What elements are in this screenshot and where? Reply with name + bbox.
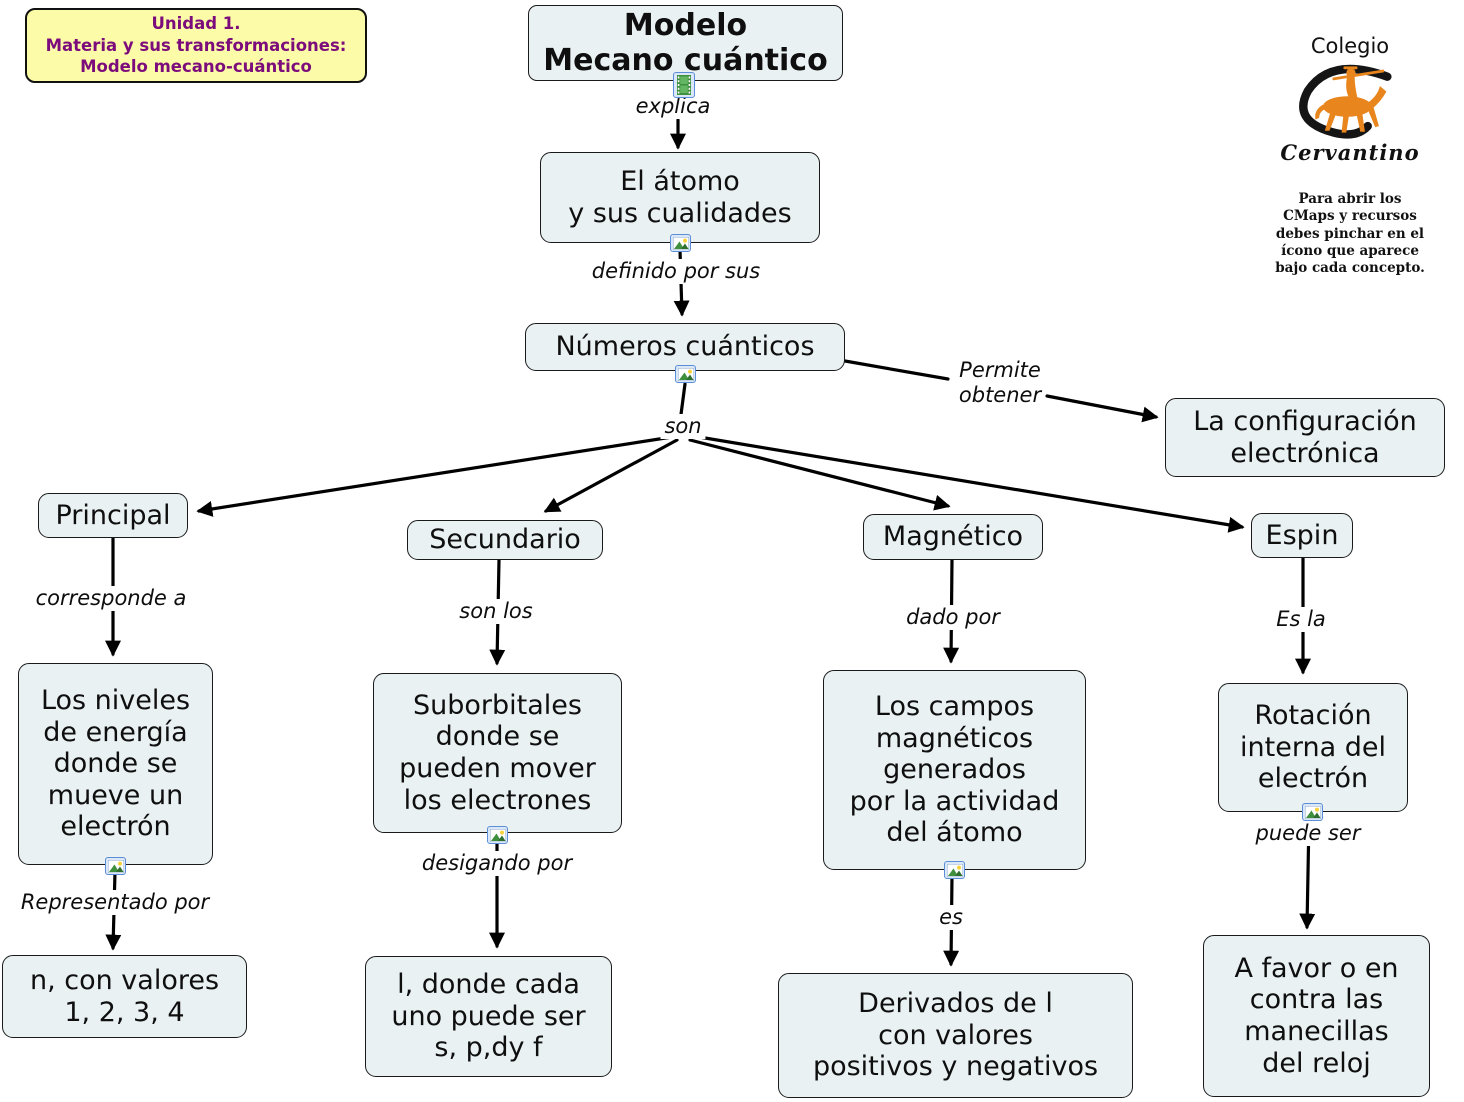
node-modelo-mecano-cuantico[interactable]: Modelo Mecano cuántico [528, 5, 843, 81]
filmstrip-icon [677, 75, 691, 95]
video-resource-icon[interactable] [673, 72, 695, 98]
node-derivados-de-l[interactable]: Derivados de l con valores positivos y n… [778, 973, 1133, 1098]
node-suborbitales[interactable]: Suborbitales donde se pueden mover los e… [373, 673, 622, 833]
picture-icon [677, 367, 694, 381]
link-puede-ser: puede ser [1251, 821, 1365, 846]
link-es-la: Es la [1272, 607, 1330, 632]
picture-icon [1304, 805, 1321, 819]
link-dado-por: dado por [902, 605, 1004, 630]
unit-title-box: Unidad 1. Materia y sus transformaciones… [25, 8, 367, 83]
node-el-atomo[interactable]: El átomo y sus cualidades [540, 152, 820, 243]
school-logo: Colegio Cervantino Para abrir los CMaps … [1240, 34, 1460, 277]
logo-name-label: Cervantino [1280, 140, 1420, 165]
link-permite-obtener: Permite obtener [954, 358, 1046, 408]
link-explica: explica [631, 94, 715, 119]
link-desigando-por: desigando por [417, 851, 577, 876]
node-espin[interactable]: Espin [1251, 513, 1353, 558]
link-es: es [935, 905, 967, 930]
image-resource-icon[interactable] [675, 365, 696, 383]
logo-school-label: Colegio [1310, 34, 1390, 58]
image-resource-icon[interactable] [487, 826, 508, 844]
node-niveles-energia[interactable]: Los niveles de energía donde se mueve un… [18, 663, 213, 865]
node-principal[interactable]: Principal [38, 493, 188, 538]
node-rotacion-interna[interactable]: Rotación interna del electrón [1218, 683, 1408, 812]
node-n-valores[interactable]: n, con valores 1, 2, 3, 4 [2, 955, 247, 1038]
image-resource-icon[interactable] [1302, 803, 1323, 821]
node-configuracion-electronica[interactable]: La configuración electrónica [1165, 398, 1445, 477]
logo-instructions: Para abrir los CMaps y recursos debes pi… [1275, 191, 1425, 277]
image-resource-icon[interactable] [105, 857, 126, 875]
node-campos-magneticos[interactable]: Los campos magnéticos generados por la a… [823, 670, 1086, 870]
image-resource-icon[interactable] [944, 861, 965, 879]
node-numeros-cuanticos[interactable]: Números cuánticos [525, 323, 845, 371]
picture-icon [107, 859, 124, 873]
link-corresponde-a: corresponde a [31, 586, 191, 611]
link-representado-por: Representado por [16, 890, 214, 915]
picture-icon [672, 236, 689, 250]
node-secundario[interactable]: Secundario [407, 520, 603, 560]
picture-icon [489, 828, 506, 842]
picture-icon [946, 863, 963, 877]
node-magnetico[interactable]: Magnético [863, 514, 1043, 560]
link-son: son [660, 414, 706, 439]
node-l-valores[interactable]: l, donde cada uno puede ser s, p,dy f [365, 956, 612, 1077]
quixote-horse-icon [1299, 64, 1392, 139]
link-son-los: son los [455, 599, 537, 624]
node-favor-reloj[interactable]: A favor o en contra las manecillas del r… [1203, 935, 1430, 1097]
image-resource-icon[interactable] [670, 234, 691, 252]
link-definido-por-sus: definido por sus [587, 259, 765, 284]
